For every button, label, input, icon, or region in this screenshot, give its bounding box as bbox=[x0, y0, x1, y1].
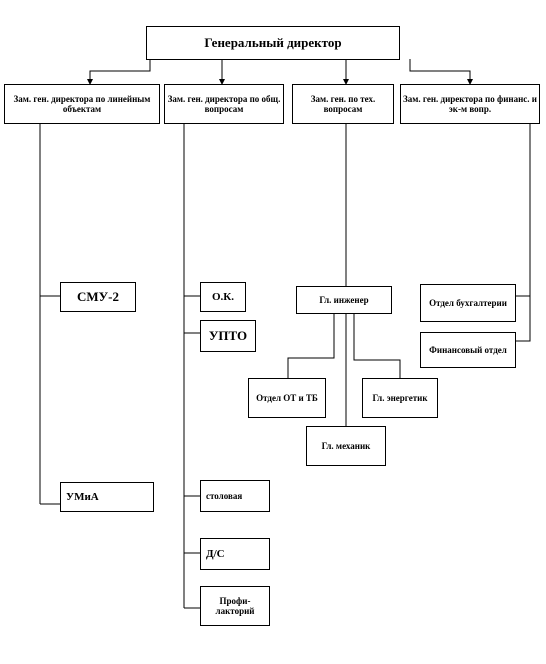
arrow-to-dep-linear bbox=[87, 59, 151, 85]
canteen-box: столовая bbox=[200, 480, 270, 512]
link-energy bbox=[353, 314, 401, 378]
sanatorium-box: Профи- лакторий bbox=[200, 586, 270, 626]
arrow-to-dep-finance bbox=[409, 59, 473, 85]
chief-mechanic-box: Гл. механик bbox=[306, 426, 386, 466]
umia-box: УМиА bbox=[60, 482, 154, 512]
upto-box: УПТО bbox=[200, 320, 256, 352]
financial-dept-box: Финансовый отдел bbox=[420, 332, 516, 368]
deputy-finance-box: Зам. ген. директора по финанс. и эк-м во… bbox=[400, 84, 540, 124]
general-director-box: Генеральный директор bbox=[146, 26, 400, 60]
smu2-box: СМУ-2 bbox=[60, 282, 136, 312]
deputy-linear-box: Зам. ген. директора по линейным объектам bbox=[4, 84, 160, 124]
link-safety bbox=[287, 314, 335, 378]
safety-dept-box: Отдел ОТ и ТБ bbox=[248, 378, 326, 418]
chief-energy-box: Гл. энергетик bbox=[362, 378, 438, 418]
ok-box: О.К. bbox=[200, 282, 246, 312]
deputy-general-box: Зам. ген. директора по общ. вопросам bbox=[164, 84, 284, 124]
link-financial-dept bbox=[516, 124, 531, 342]
kindergarten-box: Д/С bbox=[200, 538, 270, 570]
chief-engineer-box: Гл. инженер bbox=[296, 286, 392, 314]
deputy-tech-box: Зам. ген. по тех. вопросам bbox=[292, 84, 394, 124]
accounting-box: Отдел бухгалтерии bbox=[420, 284, 516, 322]
